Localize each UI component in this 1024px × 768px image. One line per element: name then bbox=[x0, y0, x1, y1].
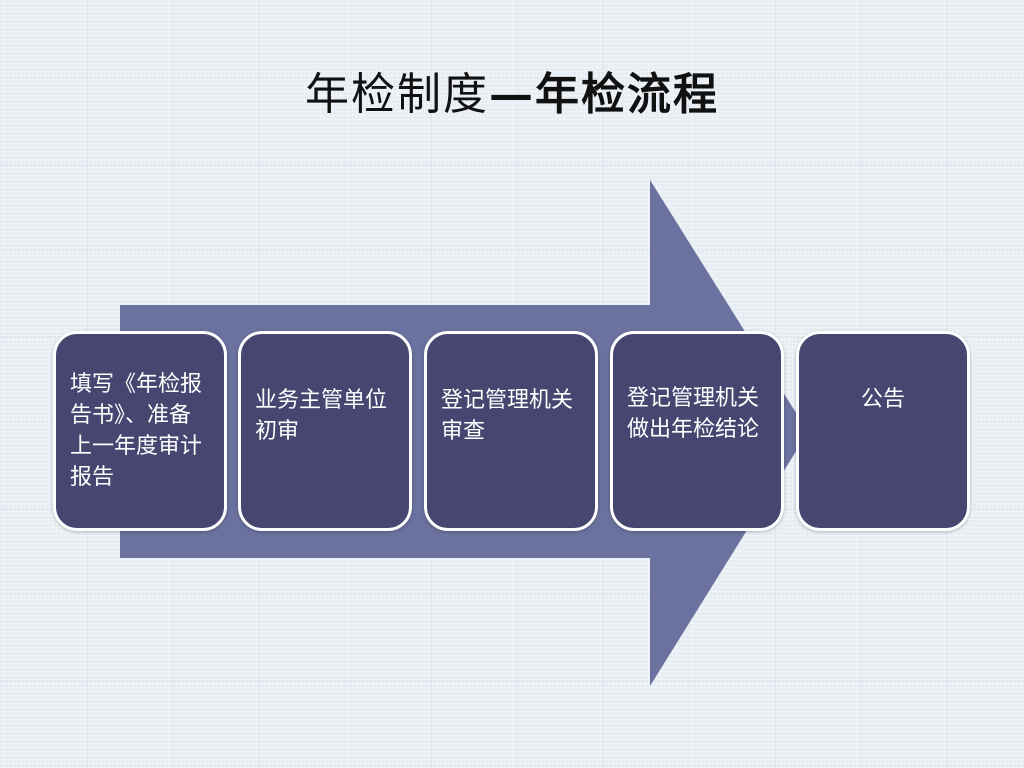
slide-title-main: 年检制度 bbox=[305, 69, 489, 120]
process-step-5-label: 公告 bbox=[860, 386, 905, 412]
process-step-5: 公告 bbox=[796, 331, 970, 531]
process-step-4: 登记管理机关做出年检结论 bbox=[610, 331, 784, 531]
slide-title-sub: —年检流程 bbox=[489, 69, 719, 120]
process-step-1: 填写《年检报告书》、准备上一年度审计报告 bbox=[53, 331, 227, 531]
process-step-1-label: 填写《年检报告书》、准备上一年度审计报告 bbox=[70, 372, 203, 490]
process-step-2: 业务主管单位初审 bbox=[238, 331, 412, 531]
process-step-3: 登记管理机关审查 bbox=[424, 331, 598, 531]
process-step-2-label: 业务主管单位初审 bbox=[255, 388, 388, 444]
process-step-4-label: 登记管理机关做出年检结论 bbox=[627, 386, 760, 442]
slide-title: 年检制度—年检流程 bbox=[0, 58, 1024, 122]
process-step-3-label: 登记管理机关审查 bbox=[441, 388, 574, 444]
